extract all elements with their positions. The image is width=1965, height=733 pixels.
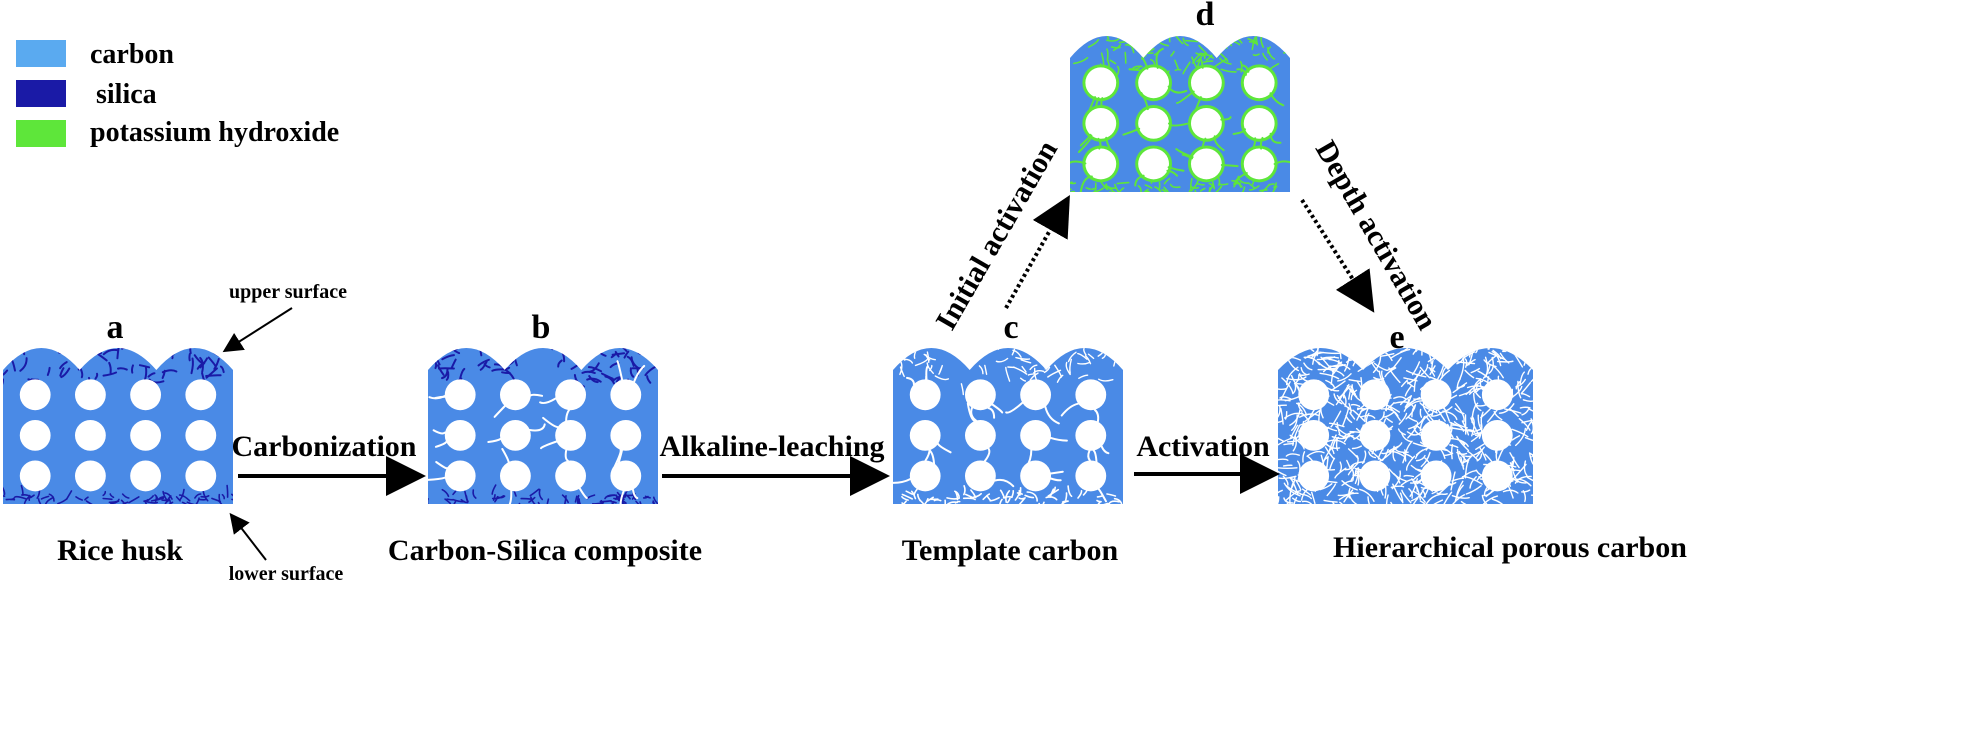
carbon-silica-block <box>428 348 658 504</box>
template-carbon-block <box>893 348 1123 504</box>
stage-name-rice-husk: Rice husk <box>57 534 183 567</box>
stage-letter-a: a <box>107 309 124 346</box>
rice-husk-block <box>3 348 233 504</box>
stage-name-carbon-silica: Carbon-Silica composite <box>388 534 702 567</box>
legend-label-silica: silica <box>96 79 157 110</box>
legend-swatch-silica <box>16 80 66 107</box>
legend-swatch-koh <box>16 120 66 147</box>
stage-name-template-carbon: Template carbon <box>902 534 1119 567</box>
initial-activation-label: Initial activation <box>929 135 1064 336</box>
alkaline-leaching-label: Alkaline-leaching <box>659 430 884 463</box>
depth-activation-label: Depth activation <box>1309 135 1444 336</box>
stage-letter-b: b <box>532 309 551 346</box>
upper-surface-pointer <box>222 307 293 353</box>
legend-label-carbon: carbon <box>90 39 174 70</box>
stage-letter-d: d <box>1196 0 1215 33</box>
depth-activation-arrow <box>1300 198 1375 313</box>
stage-name-hierarchical: Hierarchical porous carbon <box>1333 531 1687 564</box>
stage-letter-e: e <box>1389 319 1404 356</box>
lower-surface-pointer <box>229 512 267 561</box>
lower-surface-label: lower surface <box>229 563 344 585</box>
stage-letter-c: c <box>1003 309 1018 346</box>
hierarchical-porous-block <box>1278 348 1533 504</box>
initial-activation-arrow <box>1004 195 1070 309</box>
carbonization-label: Carbonization <box>231 430 416 463</box>
legend-swatch-carbon <box>16 40 66 67</box>
legend-label-koh: potassium hydroxide <box>90 117 339 148</box>
upper-surface-label: upper surface <box>229 281 347 303</box>
legend: carbon silica potassium hydroxide <box>16 39 339 148</box>
initial-activated-block <box>1070 36 1290 192</box>
activation-label: Activation <box>1136 430 1270 463</box>
